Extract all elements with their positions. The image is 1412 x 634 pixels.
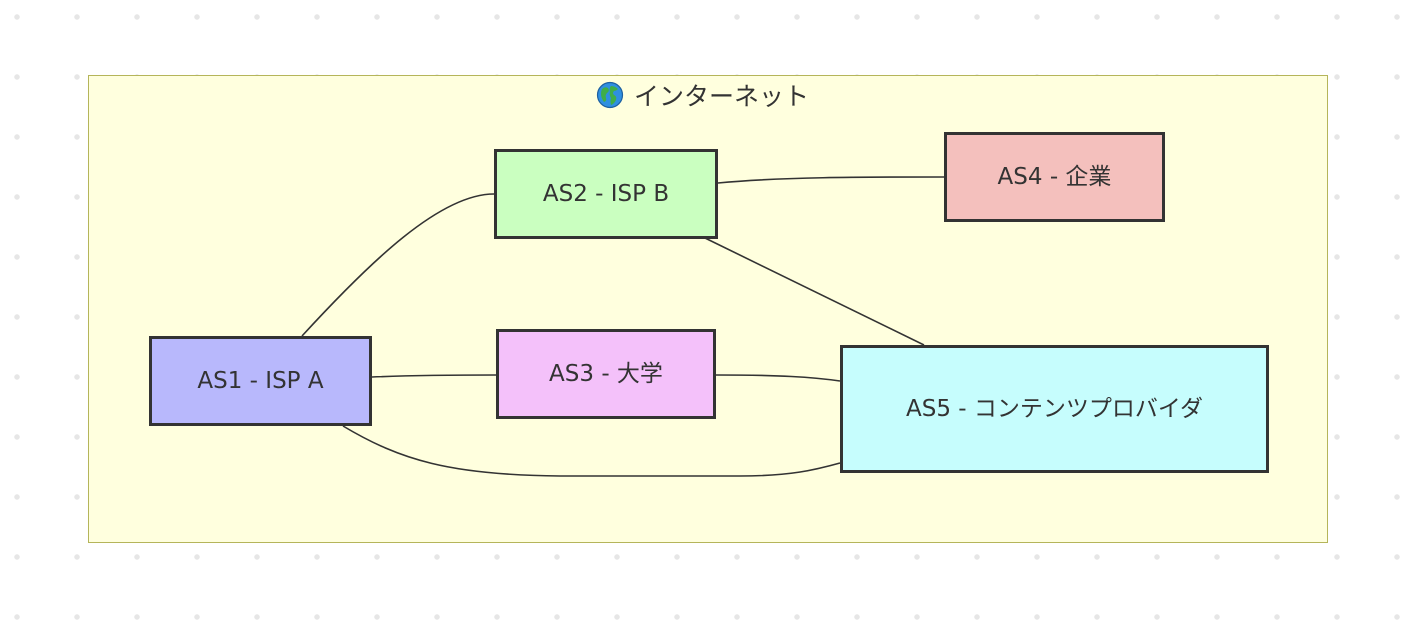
globe-icon bbox=[596, 81, 624, 109]
node-as2-label: AS2 - ISP B bbox=[542, 181, 670, 207]
edge-as1-as2 bbox=[301, 193, 495, 337]
node-as4[interactable]: AS4 - 企業 bbox=[944, 132, 1165, 222]
node-as1[interactable]: AS1 - ISP A bbox=[149, 336, 372, 426]
node-as5[interactable]: AS5 - コンテンツプロバイダ bbox=[840, 345, 1269, 473]
edge-as3-as5 bbox=[715, 374, 841, 382]
node-as5-label: AS5 - コンテンツプロバイダ bbox=[906, 396, 1203, 422]
edge-as2-as5 bbox=[704, 237, 925, 346]
node-as3-label: AS3 - 大学 bbox=[549, 361, 663, 387]
node-as2[interactable]: AS2 - ISP B bbox=[494, 149, 718, 239]
edge-as2-as4 bbox=[717, 176, 946, 184]
edge-as1-as3 bbox=[371, 374, 498, 378]
subgraph-title: インターネット bbox=[596, 79, 809, 111]
node-as3[interactable]: AS3 - 大学 bbox=[496, 329, 716, 419]
node-as1-label: AS1 - ISP A bbox=[197, 368, 324, 394]
subgraph-title-text: インターネット bbox=[634, 82, 810, 111]
edge-as1-as5 bbox=[342, 425, 841, 477]
node-as4-label: AS4 - 企業 bbox=[997, 164, 1112, 190]
